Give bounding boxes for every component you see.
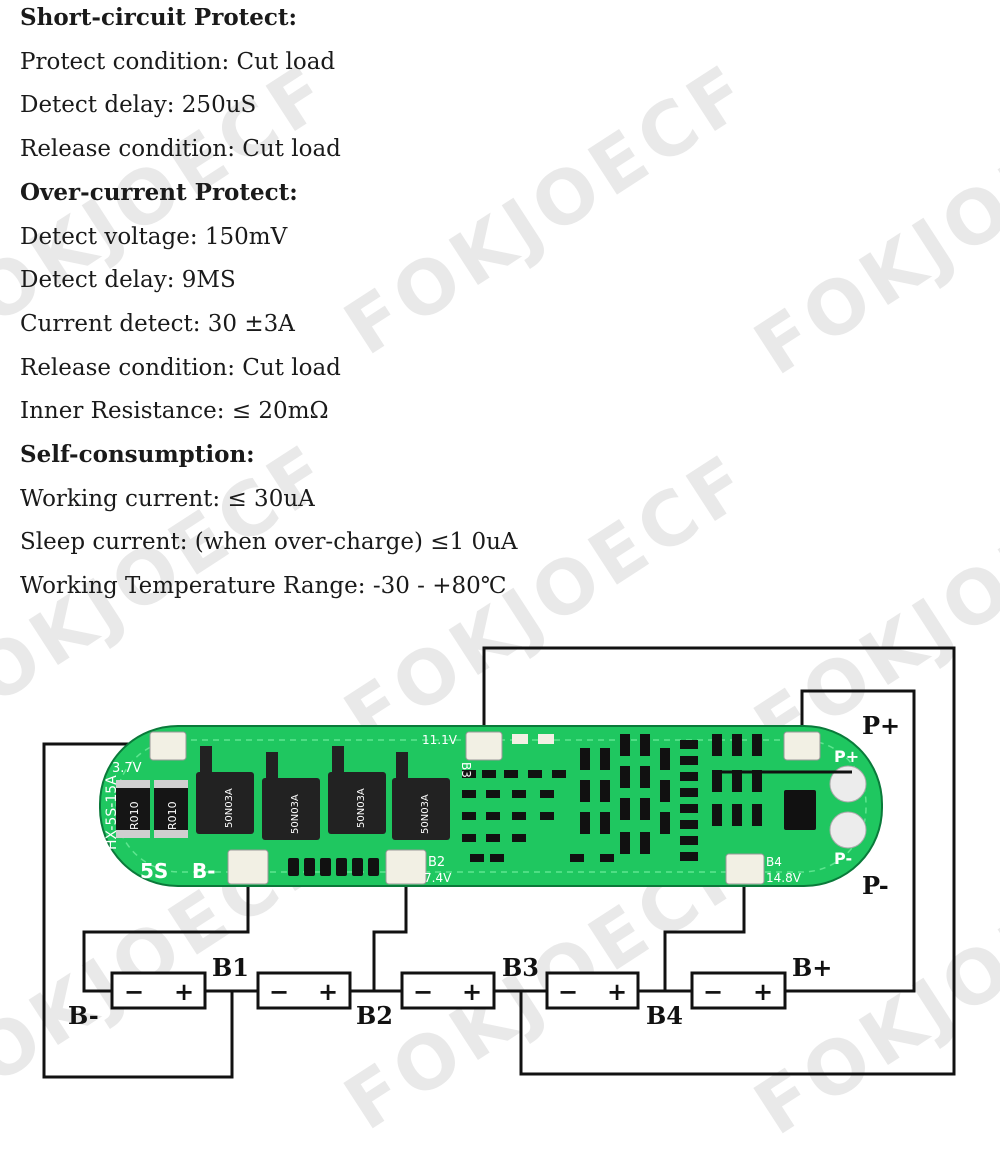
- svg-text:5S: 5S: [140, 859, 168, 883]
- label-b4: B4: [646, 1001, 683, 1030]
- battery-cell-3: −+: [400, 971, 496, 1010]
- spec-line: Protect condition: Cut load: [20, 48, 336, 75]
- svg-text:+: +: [462, 977, 482, 1006]
- wiring-diagram: R010 R010 50N03A 50N03A 50N03A 50N03A: [42, 646, 956, 1079]
- pad-b2: [385, 849, 427, 885]
- label-b-plus: B+: [792, 953, 832, 982]
- bms-board: R010 R010 50N03A 50N03A 50N03A 50N03A: [99, 725, 883, 887]
- svg-text:+: +: [174, 977, 194, 1006]
- pcb: [99, 725, 883, 887]
- pad-p-plus: [783, 731, 821, 761]
- svg-text:−: −: [703, 977, 723, 1006]
- svg-text:+: +: [607, 977, 627, 1006]
- shunt-resistor: [116, 780, 150, 838]
- wire-b4: [663, 866, 746, 991]
- battery-cell-2: −+: [256, 971, 352, 1010]
- svg-text:50N03A: 50N03A: [420, 794, 431, 834]
- mosfet: [262, 752, 320, 840]
- spec-heading: Over-current Protect:: [20, 178, 298, 206]
- svg-text:50N03A: 50N03A: [290, 794, 301, 834]
- svg-text:−: −: [413, 977, 433, 1006]
- battery-cell-1: −+: [110, 971, 207, 1010]
- spec-line: Sleep current: (when over-charge) ≤1 0uA: [20, 529, 518, 556]
- mosfet: [328, 746, 386, 834]
- svg-text:14.8V: 14.8V: [766, 871, 802, 885]
- pad-b3: [465, 731, 503, 761]
- wires: [42, 646, 956, 1079]
- label-p-plus: P+: [862, 711, 900, 740]
- svg-text:50N03A: 50N03A: [356, 788, 367, 828]
- svg-text:B-: B-: [192, 859, 216, 883]
- svg-text:+: +: [753, 977, 773, 1006]
- smd-components: [288, 734, 816, 876]
- wire-b-plus: [785, 689, 916, 993]
- label-b-minus: B-: [68, 1001, 99, 1030]
- label-p-minus: P-: [862, 871, 889, 900]
- svg-text:HX-5S-15A: HX-5S-15A: [104, 775, 120, 850]
- spec-line: Current detect: 30 ±3A: [20, 310, 295, 337]
- battery-cells: −+ −+ −+ −+ −+: [110, 971, 787, 1010]
- pad-b4: [725, 853, 765, 885]
- svg-text:B4: B4: [766, 855, 782, 869]
- svg-text:P-: P-: [834, 849, 852, 868]
- spec-line: Working current: ≤ 30uA: [20, 485, 315, 512]
- svg-text:−: −: [269, 977, 289, 1006]
- spec-line: Working Temperature Range: -30 - +80℃: [20, 573, 507, 600]
- svg-text:R010: R010: [166, 801, 179, 830]
- label-b2: B2: [356, 1001, 393, 1030]
- spec-line: Detect delay: 9MS: [20, 267, 236, 294]
- mosfet: [392, 752, 450, 840]
- wire-b-minus: [42, 742, 234, 1079]
- spec-line: Detect delay: 250uS: [20, 92, 257, 119]
- svg-text:11.1V: 11.1V: [422, 733, 458, 747]
- svg-text:+: +: [318, 977, 338, 1006]
- pads: [149, 731, 867, 885]
- spec-heading: Self-consumption:: [20, 441, 255, 468]
- svg-text:50N03A: 50N03A: [224, 788, 235, 828]
- spec-line: Detect voltage: 150mV: [20, 223, 288, 250]
- svg-text:B2: B2: [428, 855, 445, 870]
- wire-b3: [482, 646, 956, 1076]
- wire-b2: [372, 866, 408, 991]
- spec-line: Release condition: Cut load: [20, 136, 341, 163]
- label-b1: B1: [212, 953, 249, 982]
- label-b3: B3: [502, 953, 539, 982]
- pad-p-plus-round: [829, 765, 867, 803]
- battery-cell-4: −+: [545, 971, 640, 1010]
- watermark: FOKJOECF: [330, 46, 767, 373]
- pad-b-minus: [227, 849, 269, 885]
- svg-text:−: −: [558, 977, 578, 1006]
- shunt-resistor: [154, 780, 188, 838]
- spec-line: Release condition: Cut load: [20, 354, 341, 381]
- mosfet: [196, 746, 254, 834]
- pad-b1: [149, 731, 187, 761]
- spec-heading: Short-circuit Protect:: [20, 4, 298, 31]
- spec-line: Inner Resistance: ≤ 20mΩ: [20, 398, 329, 425]
- svg-text:B3: B3: [459, 762, 473, 778]
- svg-text:R010: R010: [128, 801, 141, 830]
- svg-text:−: −: [124, 977, 144, 1006]
- svg-text:7.4V: 7.4V: [424, 871, 452, 885]
- battery-cell-5: −+: [690, 971, 787, 1010]
- svg-text:P+: P+: [834, 747, 859, 766]
- pad-p-minus-round: [829, 811, 867, 849]
- svg-text:3.7V: 3.7V: [112, 761, 142, 776]
- watermark: FOKJOECF: [740, 66, 1000, 393]
- wire-b-minus-pad: [82, 866, 250, 993]
